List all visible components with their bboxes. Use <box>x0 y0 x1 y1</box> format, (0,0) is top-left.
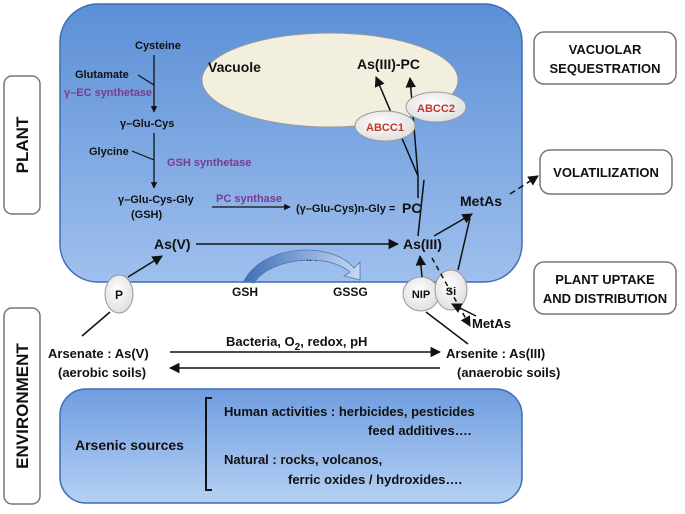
gsh-label: GSH <box>232 285 258 299</box>
arrow-efflux-dashed <box>431 257 471 327</box>
glu-cys-gly-label: γ–Glu-Cys-Gly <box>118 194 195 206</box>
abcc2-transporter <box>405 91 467 123</box>
nip-transporter-label: NIP <box>412 289 430 301</box>
as-v-plant: As(V) <box>154 236 191 252</box>
metas-upper: MetAs <box>460 193 502 209</box>
ar-curved-arrow <box>243 249 361 284</box>
vacuolar-line2: SEQUESTRATION <box>550 61 661 76</box>
human-activities-line2: feed additives…. <box>368 423 471 438</box>
arsenate-soil-label: (aerobic soils) <box>58 365 146 380</box>
vacuole-label: Vacuole <box>208 59 261 75</box>
arrow-asiii-to-pc <box>417 179 425 237</box>
gsh-abbrev-label: (GSH) <box>131 209 163 221</box>
arrow-metas-volatilization <box>509 175 539 195</box>
environment-conditions: Bacteria, O2, redox, pH <box>226 334 367 353</box>
vacuole <box>201 32 459 128</box>
abcc1-label: ABCC1 <box>366 122 404 134</box>
arrow-asiii-to-metas <box>433 213 473 237</box>
arrow-arsenate-to-p <box>81 311 111 337</box>
ec-synthetase-label: γ–EC synthetase <box>64 87 152 99</box>
plant-uptake-box <box>533 261 677 315</box>
glutamate-join <box>137 74 155 86</box>
arrow-uptake-asiii <box>457 217 471 271</box>
gssg-label: GSSG <box>333 285 368 299</box>
arsenic-sources-title: Arsenic sources <box>75 437 184 453</box>
arsenite-label: Arsenite : As(III) <box>446 346 545 361</box>
arsenite-soil-label: (anaerobic soils) <box>457 365 560 380</box>
natural-line1: Natural : rocks, volcanos, <box>224 452 382 467</box>
vacuolar-line1: VACUOLAR <box>569 42 642 57</box>
pc-label: PC <box>402 200 421 216</box>
sources-brace <box>205 397 212 491</box>
environment-label: ENVIRONMENT <box>13 343 32 469</box>
human-activities-line1: Human activities : herbicides, pesticide… <box>224 404 475 419</box>
p-transporter <box>104 274 134 314</box>
arsenic-sources-box <box>59 388 523 504</box>
uptake-line2: AND DISTRIBUTION <box>543 291 667 306</box>
gsh-synthetase-label: GSH synthetase <box>167 157 251 169</box>
arrow-nip-to-asiii <box>415 254 427 278</box>
abcc1-transporter <box>354 110 416 142</box>
arsenate-label: Arsenate : As(V) <box>48 346 149 361</box>
glutamate-label: Glutamate <box>75 69 129 81</box>
glycine-label: Glycine <box>89 146 129 158</box>
plant-label: PLANT <box>13 116 32 173</box>
cysteine-label: Cysteine <box>135 40 181 52</box>
glu-cys-label: γ–Glu-Cys <box>120 118 174 130</box>
glycine-join <box>131 150 155 161</box>
abcc2-label: ABCC2 <box>417 103 455 115</box>
pc-chain-label: (γ–Glu-Cys)n-Gly = <box>296 203 395 215</box>
arrow-arsenite-to-nip <box>425 311 469 345</box>
arrow-metas-lower-up <box>451 303 477 317</box>
volatilization-box <box>539 149 673 195</box>
natural-line2: ferric oxides / hydroxides…. <box>288 472 462 487</box>
plant-label-box <box>3 75 41 215</box>
vacuolar-sequestration-box <box>533 31 677 85</box>
as-iii-pc-complex: As(III)-PC <box>357 56 420 72</box>
p-transporter-label: P <box>115 288 123 302</box>
environment-label-box <box>3 307 41 505</box>
arrow-p-to-asv <box>127 255 163 278</box>
pc-synthase-label: PC synthase <box>216 193 282 205</box>
volatilization-label: VOLATILIZATION <box>553 165 659 180</box>
uptake-line1: PLANT UPTAKE <box>555 272 655 287</box>
si-transporter <box>434 269 468 311</box>
as-iii-plant: As(III) <box>403 236 442 252</box>
metas-lower: MetAs <box>472 316 511 331</box>
